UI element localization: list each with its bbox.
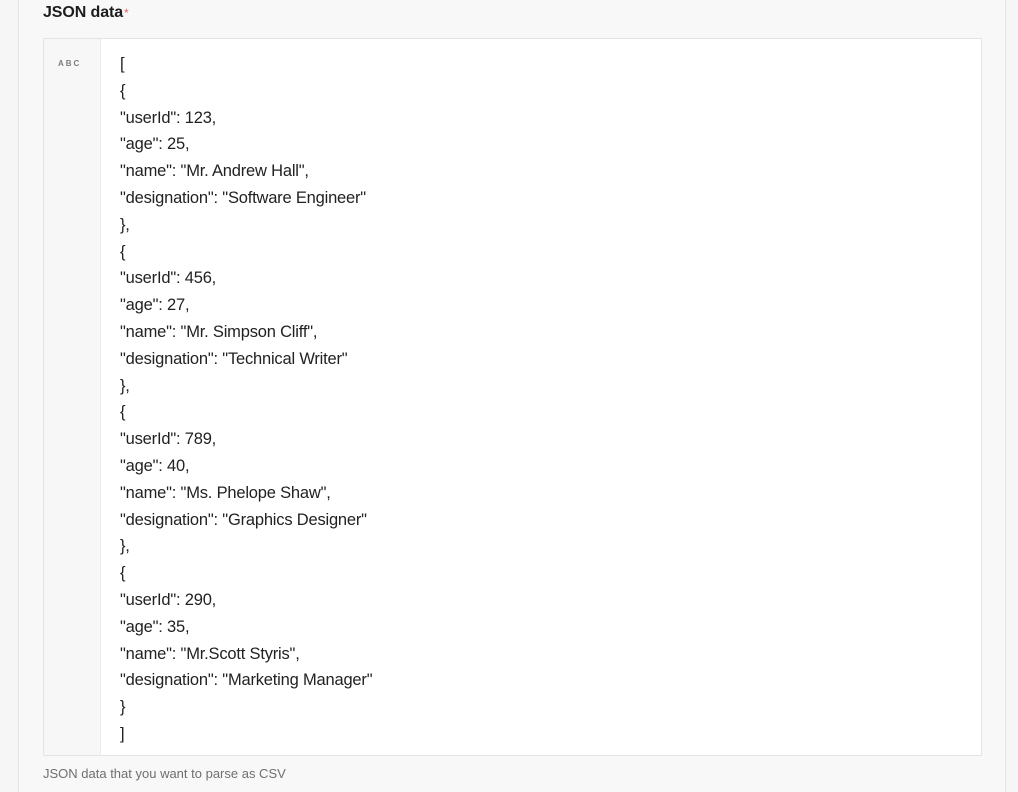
code-line: }, — [120, 537, 130, 556]
code-line: { — [120, 564, 126, 583]
code-line: "name": "Mr.Scott Styris", — [120, 644, 300, 663]
code-line: { — [120, 242, 126, 261]
json-data-input[interactable]: [ { "userId": 123, "age": 25, "name": "Mr. A… — [101, 39, 981, 755]
code-line: "designation": "Graphics Designer" — [120, 510, 367, 529]
code-line: { — [120, 403, 126, 422]
code-line: [ — [120, 55, 125, 73]
code-line: ] — [120, 724, 125, 743]
field-label-text: JSON data — [43, 4, 124, 21]
code-line: "name": "Mr. Andrew Hall", — [120, 162, 309, 181]
code-line: "designation": "Technical Writer" — [120, 349, 348, 368]
code-line: "age": 35, — [120, 617, 190, 636]
code-line: "userId": 456, — [120, 269, 217, 288]
code-line: "name": "Mr. Simpson Cliff", — [120, 322, 318, 341]
required-indicator: * — [124, 6, 129, 20]
json-data-editor[interactable]: ABC [ { "userId": 123, "age": 25, "name": "M… — [43, 38, 982, 756]
code-line: } — [120, 698, 126, 717]
code-line: "userId": 290, — [120, 590, 217, 609]
field-label: JSON data* — [43, 3, 129, 23]
editor-gutter: ABC — [44, 39, 101, 755]
code-line: "age": 40, — [120, 456, 190, 475]
field-helper-text: JSON data that you want to parse as CSV — [43, 766, 286, 781]
code-line: "name": "Ms. Phelope Shaw", — [120, 483, 331, 502]
code-line: "age": 27, — [120, 296, 190, 315]
code-line: "userId": 789, — [120, 430, 217, 449]
code-line: "age": 25, — [120, 135, 190, 154]
code-line: }, — [120, 376, 130, 395]
code-line: { — [120, 81, 126, 100]
code-line: "designation": "Marketing Manager" — [120, 671, 373, 690]
json-data-field-panel: JSON data* ABC [ { "userId": 123, "age": 25… — [18, 0, 1006, 792]
text-type-icon: ABC — [58, 59, 82, 68]
code-line: "userId": 123, — [120, 108, 217, 127]
code-line: "designation": "Software Engineer" — [120, 188, 366, 207]
code-line: }, — [120, 215, 130, 234]
